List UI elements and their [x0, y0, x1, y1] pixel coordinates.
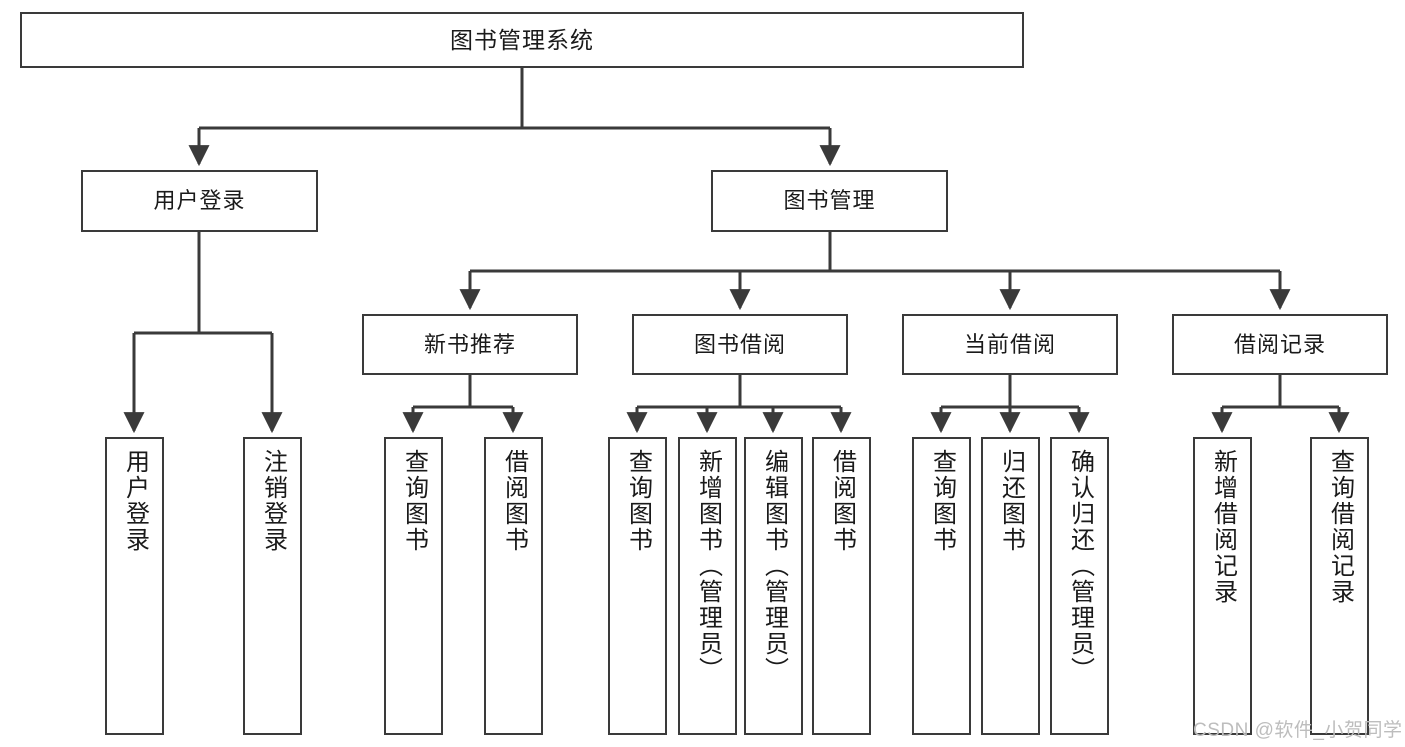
leaf-label: 查询图书: [400, 449, 428, 553]
leaf-borrow-record-query[interactable]: 查询借阅记录: [1310, 437, 1369, 735]
leaf-label: 借阅图书: [500, 449, 528, 553]
leaf-new-book-query[interactable]: 查询图书: [384, 437, 443, 735]
leaf-label: 注销登录: [259, 449, 287, 553]
node-user-login[interactable]: 用户登录: [81, 170, 318, 232]
node-borrow-record-label: 借阅记录: [1233, 331, 1326, 357]
node-new-book-recommend-label: 新书推荐: [423, 331, 516, 357]
node-new-book-recommend[interactable]: 新书推荐: [362, 314, 578, 375]
leaf-user-login-login[interactable]: 用户登录: [105, 437, 164, 735]
leaf-label: 查询借阅记录: [1326, 449, 1354, 605]
leaf-book-borrow-borrow[interactable]: 借阅图书: [812, 437, 871, 735]
node-book-management[interactable]: 图书管理: [711, 170, 948, 232]
csdn-watermark: CSDN @软件_小贺同学: [1193, 720, 1403, 741]
leaf-label: 新增借阅记录: [1209, 449, 1237, 605]
leaf-label: 确认归还（管理员）: [1066, 449, 1094, 683]
leaf-current-borrow-query[interactable]: 查询图书: [912, 437, 971, 735]
leaf-new-book-borrow[interactable]: 借阅图书: [484, 437, 543, 735]
leaf-label: 查询图书: [928, 449, 956, 553]
node-book-management-label: 图书管理: [783, 188, 876, 214]
node-current-borrow-label: 当前借阅: [963, 331, 1056, 357]
leaf-label: 用户登录: [121, 449, 149, 553]
node-root-label: 图书管理系统: [450, 26, 594, 53]
leaf-current-borrow-return[interactable]: 归还图书: [981, 437, 1040, 735]
leaf-user-login-logout[interactable]: 注销登录: [243, 437, 302, 735]
leaf-label: 新增图书（管理员）: [694, 449, 722, 683]
leaf-book-borrow-add[interactable]: 新增图书（管理员）: [678, 437, 737, 735]
node-borrow-record[interactable]: 借阅记录: [1172, 314, 1388, 375]
node-book-borrow-label: 图书借阅: [693, 331, 786, 357]
leaf-current-borrow-confirm-return[interactable]: 确认归还（管理员）: [1050, 437, 1109, 735]
node-user-login-label: 用户登录: [153, 188, 246, 214]
leaf-label: 编辑图书（管理员）: [760, 449, 788, 683]
leaf-book-borrow-edit[interactable]: 编辑图书（管理员）: [744, 437, 803, 735]
leaf-label: 归还图书: [997, 449, 1025, 553]
leaf-book-borrow-query[interactable]: 查询图书: [608, 437, 667, 735]
node-current-borrow[interactable]: 当前借阅: [902, 314, 1118, 375]
leaf-label: 查询图书: [624, 449, 652, 553]
leaf-label: 借阅图书: [828, 449, 856, 553]
node-book-borrow[interactable]: 图书借阅: [632, 314, 848, 375]
leaf-borrow-record-add[interactable]: 新增借阅记录: [1193, 437, 1252, 735]
node-root[interactable]: 图书管理系统: [20, 12, 1024, 68]
